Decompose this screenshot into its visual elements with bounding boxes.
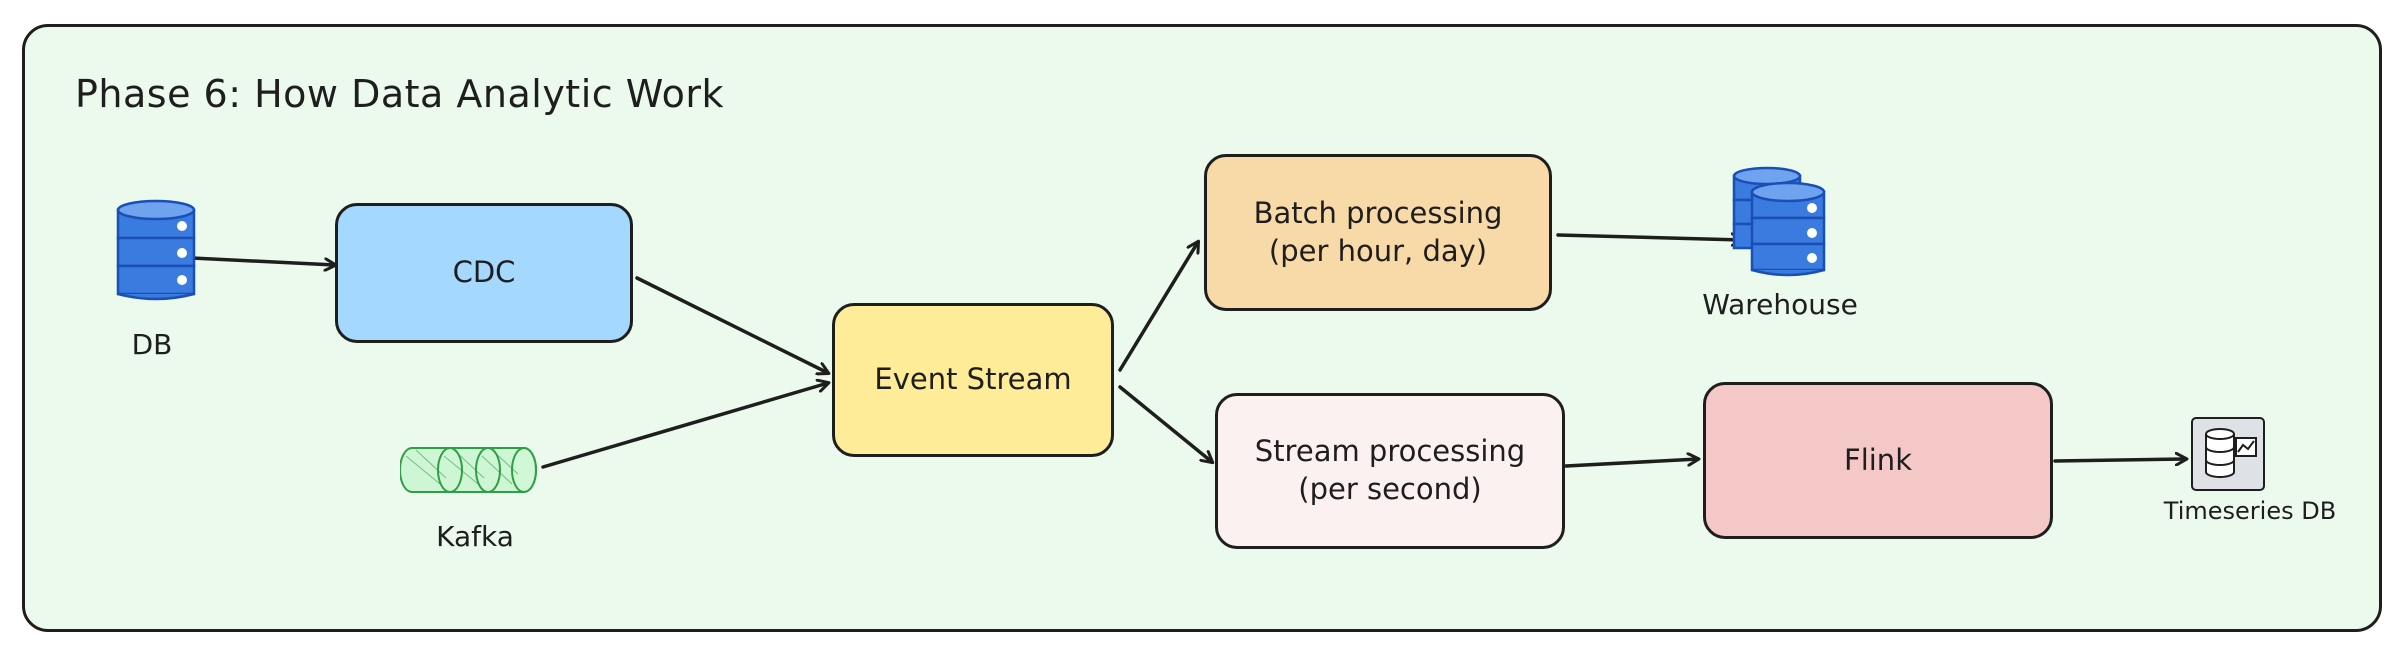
edge-batch-warehouse <box>1556 235 1742 240</box>
batch-processing-box: Batch processing (per hour, day) <box>1204 154 1552 311</box>
timeseries-db-icon <box>2191 417 2265 491</box>
timeseries-label: Timeseries DB <box>2163 497 2337 525</box>
event-stream-box: Event Stream <box>832 303 1114 457</box>
edge-flink-timeseries <box>2053 459 2186 461</box>
edge-db-cdc <box>190 256 335 265</box>
flink-box: Flink <box>1703 382 2053 539</box>
stream-processing-box: Stream processing (per second) <box>1215 393 1565 549</box>
edge-stream-flink <box>1564 459 1698 468</box>
cdc-box: CDC <box>335 203 633 343</box>
kafka-label: Kafka <box>436 520 514 553</box>
database-icon <box>116 199 196 301</box>
warehouse-label: Warehouse <box>1702 288 1858 321</box>
edge-kafka-eventstream <box>541 383 828 469</box>
db-label: DB <box>131 328 173 361</box>
warehouse-database-icon <box>1732 166 1826 277</box>
edge-eventstream-stream <box>1118 385 1212 462</box>
kafka-queue-icon <box>400 447 537 493</box>
edge-eventstream-batch <box>1118 242 1198 372</box>
diagram-title: Phase 6: How Data Analytic Work <box>75 72 724 116</box>
edge-cdc-eventstream <box>635 276 828 373</box>
